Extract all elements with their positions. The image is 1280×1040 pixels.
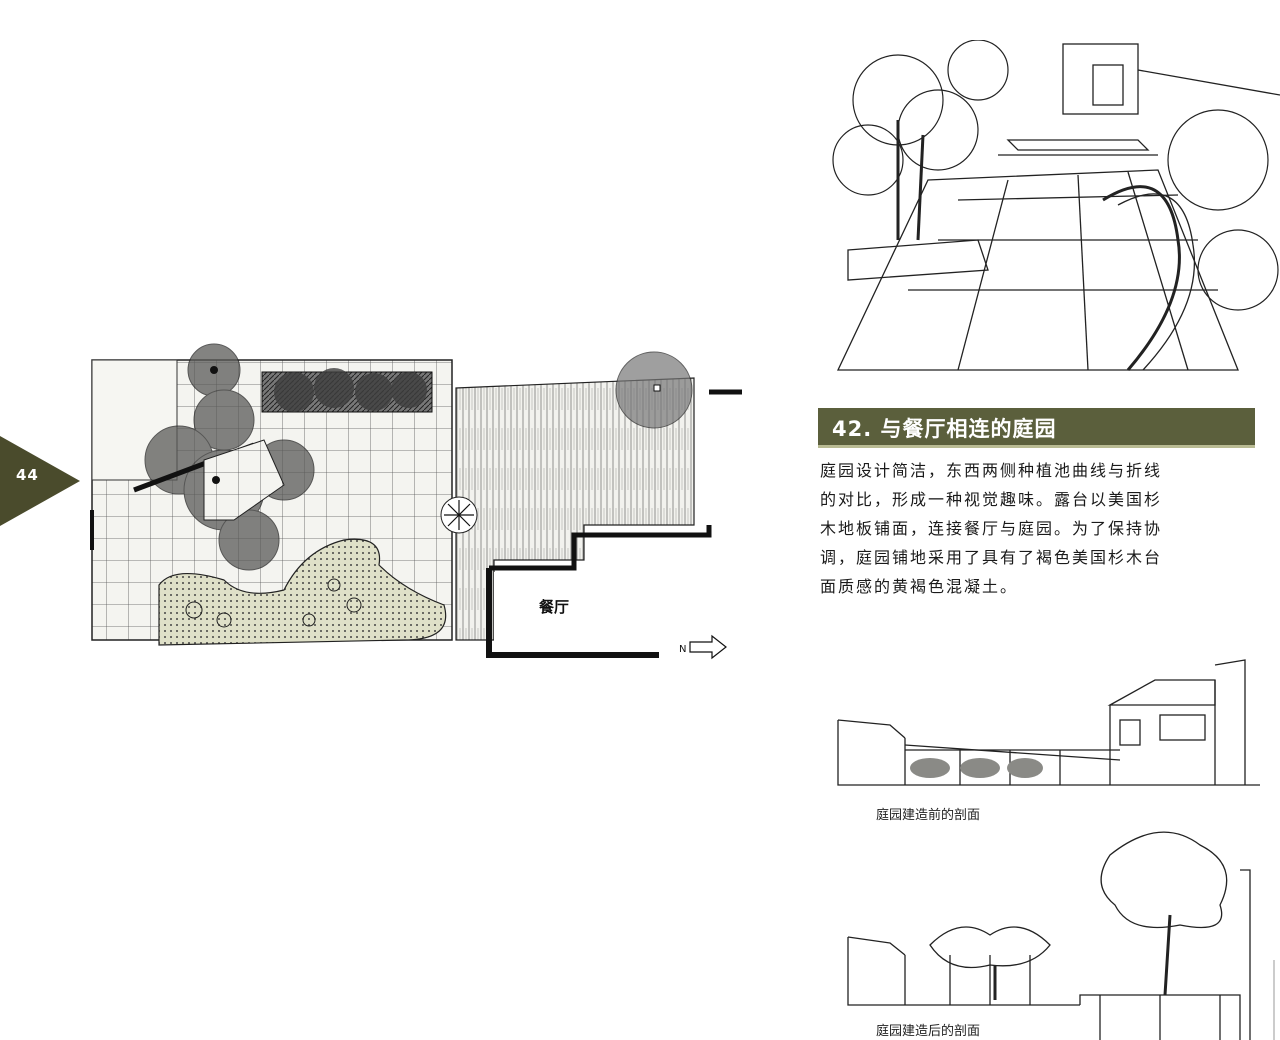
section-after-drawing bbox=[847, 831, 1251, 1040]
article-body: 庭园设计简洁，东西两侧种植池曲线与折线 的对比，形成一种视觉趣味。露台以美国杉 … bbox=[820, 456, 1260, 601]
page-number: 44 bbox=[16, 466, 39, 484]
section-before-caption: 庭园建造前的剖面 bbox=[876, 808, 981, 823]
dining-room-label: 餐厅 bbox=[539, 598, 569, 616]
body-line: 庭园设计简洁，东西两侧种植池曲线与折线 bbox=[820, 461, 1163, 480]
section-before-drawing bbox=[837, 659, 1260, 786]
site-plan-drawing: 餐厅 N bbox=[90, 343, 742, 660]
section-after-caption: 庭园建造后的剖面 bbox=[876, 1024, 981, 1039]
north-label: N bbox=[679, 644, 686, 655]
article-title-bar: 42. 与餐厅相连的庭园 bbox=[818, 408, 1255, 448]
article-title: 42. 与餐厅相连的庭园 bbox=[832, 417, 1057, 441]
body-line: 木地板铺面，连接餐厅与庭园。为了保持协 bbox=[820, 519, 1163, 538]
body-line: 调，庭园铺地采用了具有了褐色美国杉木台 bbox=[820, 548, 1163, 567]
page-number-tab bbox=[0, 436, 80, 526]
body-line: 的对比，形成一种视觉趣味。露台以美国杉 bbox=[820, 490, 1163, 509]
body-line: 面质感的黄褐色混凝土。 bbox=[820, 577, 1019, 596]
page-edge-mark bbox=[1273, 960, 1275, 1040]
perspective-sketch bbox=[832, 40, 1280, 371]
